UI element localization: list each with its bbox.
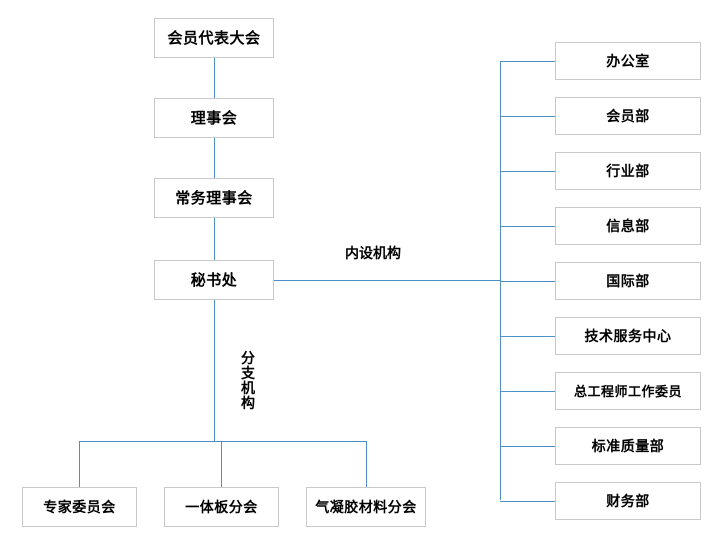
dept-information[interactable]: 信息部: [555, 207, 701, 245]
edge-dept-stub-7: [500, 391, 555, 392]
edge-branch-drop-1: [79, 441, 80, 487]
branch-panel-label: 一体板分会: [185, 499, 258, 515]
dept-international-label: 国际部: [606, 273, 650, 289]
edge-internal-trunk: [500, 61, 501, 500]
dept-membership[interactable]: 会员部: [555, 97, 701, 135]
edge-secretariat-to-internal: [274, 280, 501, 281]
edge-dept-stub-5: [500, 281, 555, 282]
edge-dept-stub-8: [500, 446, 555, 447]
edge-assembly-to-council: [214, 58, 215, 98]
node-assembly[interactable]: 会员代表大会: [154, 18, 274, 58]
node-exec-council[interactable]: 常务理事会: [154, 178, 274, 218]
edge-council-to-exec: [214, 138, 215, 178]
branch-organizations-group-label: 分支机构: [241, 350, 255, 412]
dept-office-label: 办公室: [606, 53, 650, 69]
dept-tech-service[interactable]: 技术服务中心: [555, 317, 701, 355]
dept-chief-engineer[interactable]: 总工程师工作委员: [555, 372, 701, 410]
dept-international[interactable]: 国际部: [555, 262, 701, 300]
dept-finance[interactable]: 财务部: [555, 482, 701, 520]
node-secretariat-label: 秘书处: [190, 271, 238, 289]
dept-chief-engineer-label: 总工程师工作委员: [573, 383, 682, 399]
edge-dept-stub-2: [500, 116, 555, 117]
node-assembly-label: 会员代表大会: [167, 29, 261, 47]
dept-office[interactable]: 办公室: [555, 42, 701, 80]
node-exec-council-label: 常务理事会: [175, 189, 253, 207]
dept-tech-service-label: 技术服务中心: [584, 328, 672, 344]
branch-expert-label: 专家委员会: [43, 499, 116, 515]
edge-branch-drop-3: [366, 441, 367, 487]
edge-branch-bus: [79, 441, 367, 442]
node-council-label: 理事会: [190, 109, 238, 127]
edge-branch-drop-2: [221, 441, 222, 487]
node-secretariat[interactable]: 秘书处: [154, 260, 274, 300]
dept-industry-label: 行业部: [606, 163, 650, 179]
branch-aerogel-label: 气凝胶材料分会: [315, 499, 417, 515]
edge-dept-stub-6: [500, 336, 555, 337]
edge-dept-stub-3: [500, 171, 555, 172]
edge-dept-stub-9: [500, 501, 555, 502]
dept-information-label: 信息部: [606, 218, 650, 234]
branch-panel[interactable]: 一体板分会: [164, 487, 279, 527]
dept-standard[interactable]: 标准质量部: [555, 427, 701, 465]
dept-membership-label: 会员部: [606, 108, 650, 124]
edge-dept-stub-1: [500, 61, 555, 62]
edge-dept-stub-4: [500, 226, 555, 227]
dept-industry[interactable]: 行业部: [555, 152, 701, 190]
dept-finance-label: 财务部: [606, 493, 650, 509]
dept-standard-label: 标准质量部: [591, 438, 665, 454]
internal-departments-group-label: 内设机构: [345, 245, 401, 261]
branch-aerogel[interactable]: 气凝胶材料分会: [306, 487, 426, 527]
node-council[interactable]: 理事会: [154, 98, 274, 138]
branch-expert[interactable]: 专家委员会: [22, 487, 137, 527]
edge-exec-to-secretariat: [214, 218, 215, 260]
edge-secretariat-down-trunk: [214, 300, 215, 441]
